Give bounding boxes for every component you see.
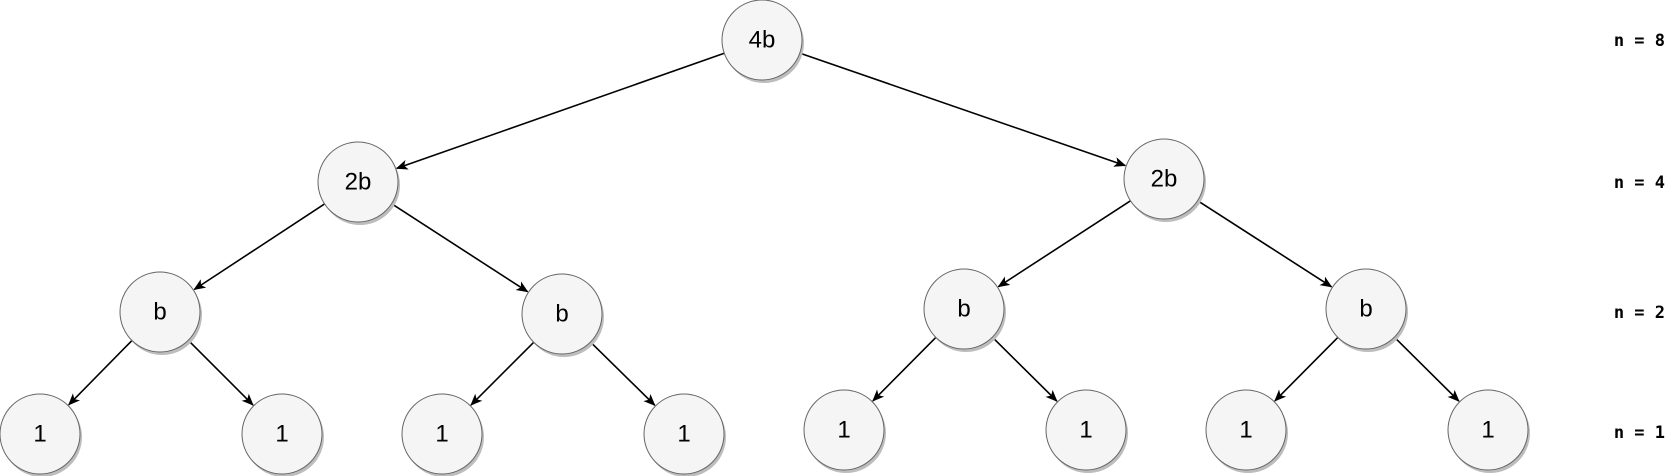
edge-l2a-to-l3b <box>187 339 254 406</box>
node-label: b <box>957 295 970 322</box>
node-circle <box>721 0 803 81</box>
tree-node-l2c: b <box>923 268 1006 352</box>
level-label-n0: n = 8 <box>1614 31 1665 51</box>
node-circle <box>643 393 725 475</box>
level-label-n3: n = 1 <box>1614 423 1665 443</box>
node-circle <box>119 271 201 353</box>
level-labels: n = 8 n = 4 n = 2 n = 1 <box>1614 31 1665 443</box>
tree-node-l3e: 1 <box>803 389 886 473</box>
edge-root-to-l1b <box>799 52 1127 167</box>
edge-l1b-to-l2d <box>1197 199 1333 288</box>
edge-l1b-to-l2c <box>997 200 1131 288</box>
level-label-n2: n = 2 <box>1614 303 1665 323</box>
edge-root-to-l1a <box>395 52 725 170</box>
edge-l2b-to-l3d <box>589 341 656 406</box>
node-circle <box>1325 268 1407 350</box>
edge-l2d-to-l3g <box>1274 336 1339 402</box>
tree-node-l2d: b <box>1325 268 1408 352</box>
node-label: 2b <box>1151 165 1178 192</box>
node-circle <box>803 389 885 471</box>
tree-node-l3b: 1 <box>241 393 324 476</box>
edge-l2a-to-l3a <box>68 339 133 406</box>
node-circle <box>0 393 81 475</box>
tree-node-l3c: 1 <box>401 393 484 476</box>
level-label-n1: n = 4 <box>1614 173 1665 193</box>
tree-node-l2b: b <box>521 273 604 357</box>
node-label: b <box>153 298 166 325</box>
tree-node-l3h: 1 <box>1447 389 1530 473</box>
tree-node-l1a: 2b <box>317 141 400 225</box>
node-label: b <box>555 300 568 327</box>
node-label: 1 <box>1239 416 1252 443</box>
node-label: 1 <box>1079 416 1092 443</box>
node-circle <box>1205 389 1287 471</box>
node-label: b <box>1359 295 1372 322</box>
edges <box>68 52 1460 406</box>
nodes: 4b 2b 2b b b b b 1 1 1 1 1 1 1 1 <box>0 0 1530 476</box>
node-label: 1 <box>837 416 850 443</box>
node-circle <box>401 393 483 475</box>
node-label: 1 <box>677 420 690 447</box>
node-circle <box>923 268 1005 350</box>
node-circle <box>1447 389 1529 471</box>
node-label: 1 <box>435 420 448 447</box>
tree-node-l3f: 1 <box>1045 389 1128 473</box>
node-circle <box>241 393 323 475</box>
tree-node-l3g: 1 <box>1205 389 1288 473</box>
node-circle <box>1045 389 1127 471</box>
edge-l1a-to-l2b <box>391 203 529 293</box>
tree-node-l3a: 1 <box>0 393 82 476</box>
edge-l1a-to-l2a <box>193 203 326 291</box>
node-circle <box>521 273 603 355</box>
node-circle <box>1123 138 1205 220</box>
edge-l2c-to-l3e <box>872 336 937 402</box>
tree-node-l3d: 1 <box>643 393 726 476</box>
node-circle <box>317 141 399 223</box>
node-label: 1 <box>1481 416 1494 443</box>
node-label: 4b <box>749 26 776 53</box>
node-label: 2b <box>345 168 372 195</box>
edge-l2c-to-l3f <box>991 336 1058 402</box>
tree-node-l2a: b <box>119 271 202 355</box>
tree-node-l1b: 2b <box>1123 138 1206 222</box>
edge-l2d-to-l3h <box>1393 336 1460 402</box>
node-label: 1 <box>275 420 288 447</box>
node-label: 1 <box>33 420 46 447</box>
tree-node-root: 4b <box>721 0 804 83</box>
edge-l2b-to-l3c <box>470 341 535 406</box>
